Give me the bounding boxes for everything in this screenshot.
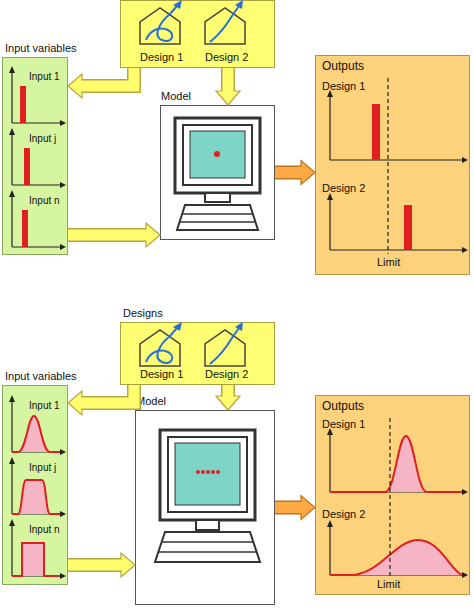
panel-label: Design 1 [140,51,183,63]
outputs-panel: OutputsDesign 1 Design 2 Limit [315,55,470,275]
panel-label: Input n [29,524,60,535]
arrow-outline [80,385,134,403]
panel-label: Design 2 [322,182,365,194]
block-arrow [68,553,135,577]
model-box: Model [160,105,275,240]
arrow-head [146,223,160,247]
designs-panel: Design 1 Design 2 [120,0,275,68]
panel-label: Input n [29,195,60,206]
panel-heading: Model [161,90,191,102]
arrow-head [216,91,240,105]
panel-label: Design 1 [322,80,365,92]
arrow-head [68,74,82,98]
arrow-outline [68,228,148,242]
block-arrow [216,385,240,410]
arrow-head [121,553,135,577]
block-arrow [68,223,160,247]
arrow-head [216,396,240,410]
arrow-shaft [223,68,234,95]
arrow-outline [68,558,123,572]
panel-label: Design 1 [140,368,183,380]
arrow-head [301,496,315,520]
block-arrow [216,68,240,105]
panel-heading: Model [136,395,166,407]
block-arrow [275,496,315,520]
arrow-shaft [68,560,125,571]
panel-label: Input j [29,133,56,144]
input-panel: Input variablesInput 1Input jInput n [2,57,68,255]
arrow-shaft [275,502,305,513]
arrow-shaft [78,385,134,403]
panel-label: Design 2 [322,508,365,520]
panel-heading: Outputs [322,400,364,413]
arrow-shaft [68,230,150,241]
panel-heading: Input variables [5,370,77,382]
arrow-outline [275,166,303,180]
arrow-outline [221,385,235,398]
arrow-shaft [223,385,234,400]
panel-heading: Input variables [5,42,77,54]
panel-label: Input 1 [29,400,60,411]
block-arrow [68,68,134,98]
model-box: Model [135,410,275,605]
panel-label: Design 2 [205,51,248,63]
panel-label: Input j [29,462,56,473]
arrow-outline [221,68,235,93]
arrow-outline [80,68,134,86]
panel-label: Limit [377,578,400,590]
arrow-head [68,391,82,415]
arrow-outline [275,501,303,515]
arrow-shaft [275,167,305,178]
panel-label: Limit [377,256,400,268]
panel-label: Input 1 [29,71,60,82]
panel-heading: Outputs [322,60,364,73]
panel-label: Design 1 [322,418,365,430]
panel-label: Design 2 [205,368,248,380]
panel-heading: Designs [123,307,163,319]
designs-panel: DesignsDesign 1Design 2 [120,322,275,385]
outputs-panel: OutputsDesign 1 Design 2 Limit [315,395,470,595]
arrow-head [301,161,315,185]
input-panel: Input variablesInput 1Input jInput n [2,385,68,585]
block-arrow [68,385,134,415]
block-arrow [275,161,315,185]
arrow-shaft [78,68,134,86]
